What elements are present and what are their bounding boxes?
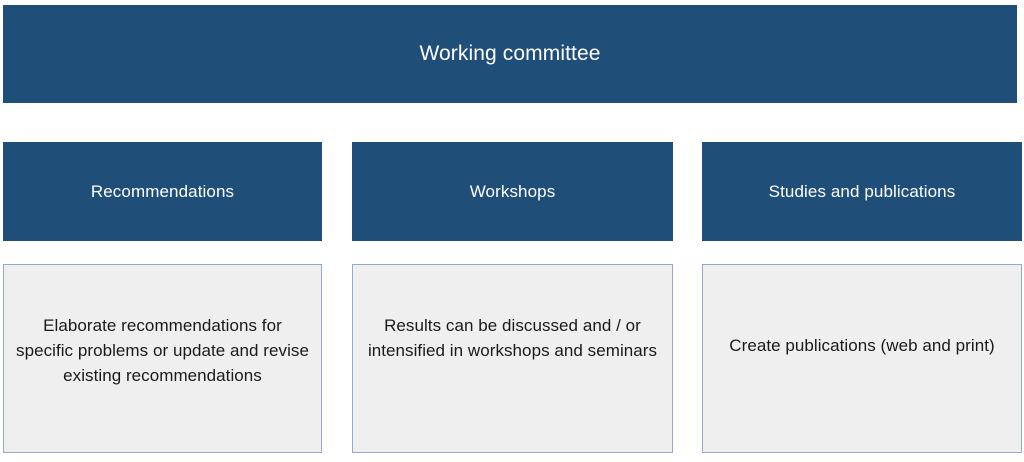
description-box-workshops: Results can be discussed and / or intens… <box>352 264 673 453</box>
description-box-studies-and-publications: Create publications (web and print) <box>702 264 1022 453</box>
description-text: Elaborate recommendations for specific p… <box>16 316 309 386</box>
working-committee-label: Working committee <box>419 42 601 66</box>
category-header-studies-and-publications: Studies and publications <box>702 142 1022 241</box>
category-header-workshops: Workshops <box>352 142 673 241</box>
description-text: Create publications (web and print) <box>729 336 995 355</box>
category-header-label: Workshops <box>469 181 556 201</box>
description-box-recommendations: Elaborate recommendations for specific p… <box>3 264 322 453</box>
description-text: Results can be discussed and / or intens… <box>367 316 658 361</box>
working-committee-banner: Working committee <box>3 5 1017 103</box>
category-header-label: Recommendations <box>90 181 235 201</box>
category-header-label: Studies and publications <box>768 181 956 201</box>
category-header-recommendations: Recommendations <box>3 142 322 241</box>
